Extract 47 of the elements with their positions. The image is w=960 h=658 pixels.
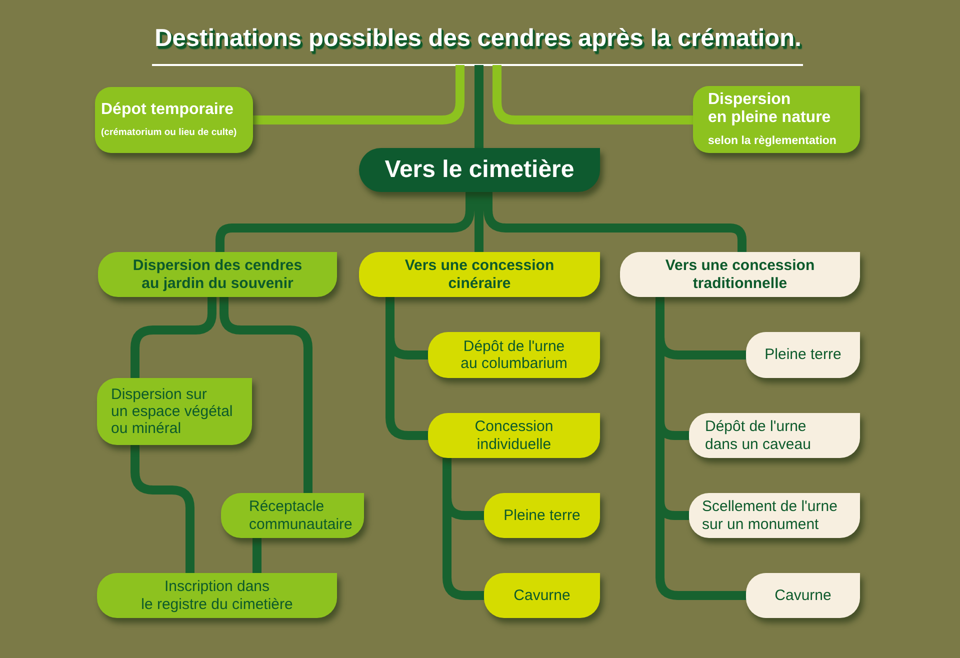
box-label: Cavurne — [512, 586, 572, 604]
box-label: Dispersion sur un espace végétal ou minéral — [111, 386, 234, 438]
category-box — [359, 252, 600, 297]
option-box — [689, 493, 860, 538]
category-box — [620, 252, 860, 297]
destination-box — [693, 86, 860, 153]
box-label: Vers le cimetière — [384, 156, 576, 184]
box-label: Vers une concession cinéraire — [404, 257, 556, 292]
connector-line — [130, 297, 216, 378]
connector-line — [492, 65, 693, 124]
box-label: Dispersion des cendres au jardin du souvenir — [132, 257, 304, 292]
box-note: (crématorium ou lieu de culte) — [101, 128, 238, 139]
connector-line — [216, 192, 474, 252]
option-box — [484, 493, 600, 538]
option-box — [746, 332, 860, 378]
connector-line — [130, 445, 194, 573]
box-label: Dispersion en pleine nature — [708, 90, 832, 128]
connector-line — [474, 192, 484, 252]
connector-line — [474, 65, 484, 148]
box-label: Concession individuelle — [474, 418, 554, 453]
box-label: Inscription dans le registre du cimetière — [140, 578, 294, 613]
option-box — [484, 573, 600, 618]
option-box — [746, 573, 860, 618]
connector-line — [252, 538, 262, 573]
option-box — [428, 413, 600, 458]
box-label: Cavurne — [774, 586, 832, 604]
option-box — [428, 332, 600, 378]
destination-box — [359, 148, 600, 192]
option-box — [689, 413, 860, 458]
connector-line — [484, 192, 746, 252]
box-label: Dépôt de l'urne au columbarium — [460, 338, 568, 372]
option-box — [221, 493, 364, 538]
destination-box — [95, 87, 253, 153]
connector-line — [220, 297, 312, 493]
connector-line — [253, 65, 464, 124]
box-label: Réceptacle communautaire — [249, 498, 354, 533]
option-box — [97, 573, 337, 618]
category-box — [98, 252, 337, 297]
diagram-title: Destinations possibles des cendres après la crémation. — [154, 24, 802, 54]
box-label: Scellement de l'urne sur un monument — [702, 498, 838, 533]
box-label: Dépôt de l'urne dans un caveau — [705, 418, 812, 453]
box-label: Dépot temporaire — [101, 101, 234, 120]
box-label: Pleine terre — [764, 346, 842, 364]
box-label: Pleine terre — [502, 506, 582, 524]
box-label: Vers une concession traditionnelle — [664, 257, 816, 292]
box-note: selon la règlementation — [708, 135, 838, 148]
option-box — [97, 378, 252, 445]
